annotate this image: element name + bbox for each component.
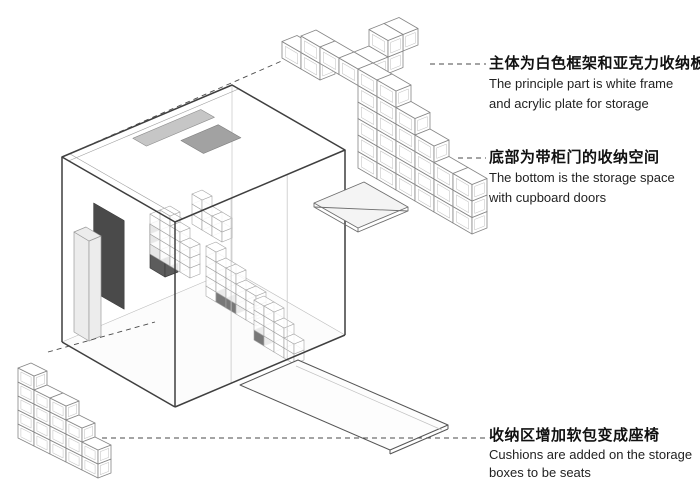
annotation-bottom-storage: 底部为带柜门的收纳空间 The bottom is the storage sp…	[489, 148, 697, 207]
annotation-cushion-seats-en1: Cushions are added on the storage	[489, 447, 693, 462]
annotation-bottom-storage-en2: with cupboard doors	[489, 189, 607, 205]
annotation-main-frame: 主体为白色框架和亚克力收纳板 The principle part is whi…	[489, 54, 700, 113]
annotation-bottom-storage-en1: The bottom is the storage space	[489, 170, 675, 185]
room-box-outline	[61, 84, 346, 408]
annotation-cushion-seats: 收纳区增加软包变成座椅 Cushions are added on the st…	[489, 426, 697, 481]
exploded-shelf-top	[281, 17, 488, 235]
leader-lines	[47, 59, 486, 439]
exploded-shelf-bottom	[17, 362, 112, 479]
annotation-main-frame-en1: The principle part is white frame	[489, 76, 674, 91]
acrylic-plate	[313, 181, 409, 233]
annotation-main-frame-en2: and acrylic plate for storage	[489, 95, 649, 111]
annotation-bottom-storage-zh: 底部为带柜门的收纳空间	[489, 149, 660, 166]
room-interior-shelving	[73, 174, 305, 384]
annotation-main-frame-zh: 主体为白色框架和亚克力收纳板	[489, 55, 700, 72]
ceiling-fixtures	[132, 109, 242, 154]
annotation-cushion-seats-zh: 收纳区增加软包变成座椅	[489, 427, 660, 444]
annotation-cushion-seats-en2: boxes to be seats	[489, 465, 591, 480]
entry-ramp	[239, 359, 449, 455]
